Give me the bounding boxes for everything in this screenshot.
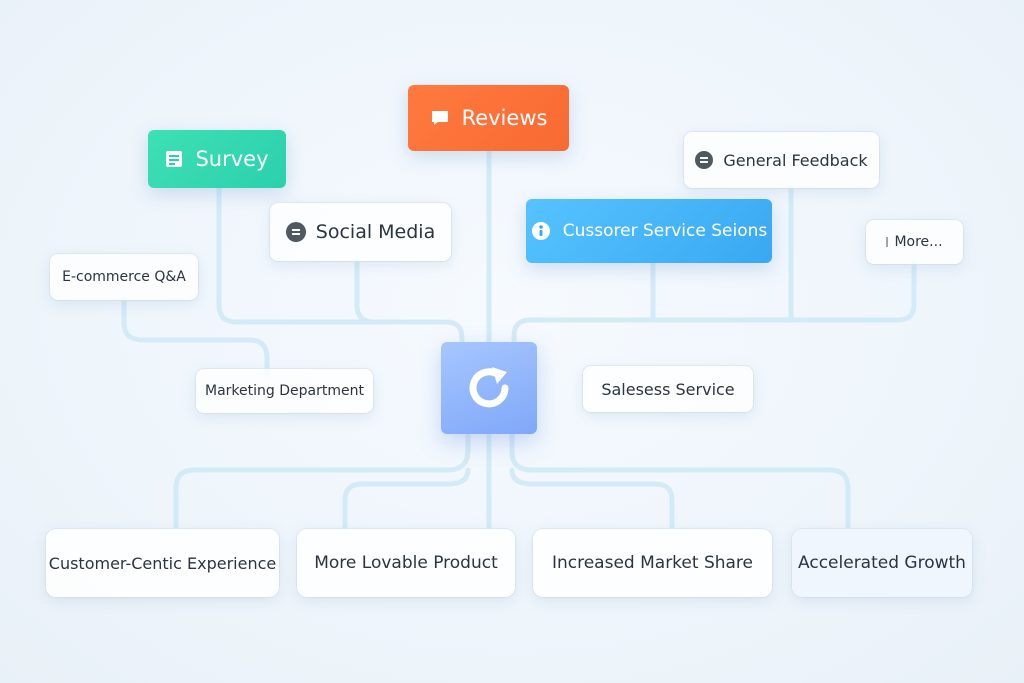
survey-node[interactable]: Survey [148,130,286,188]
outcome-product[interactable]: More Lovable Product [297,529,515,597]
outcome-market-share-label: Increased Market Share [551,553,754,573]
survey-label: Survey [195,147,269,171]
connector-market [509,467,675,531]
ecommerce-qa-label: E-commerce Q&A [62,269,186,285]
outcome-product-label: More Lovable Product [314,553,498,573]
general-feedback-label: General Feedback [723,150,868,170]
connector-bottom-left [173,431,471,531]
more-label: More... [894,234,943,250]
outcome-market-share[interactable]: Increased Market Share [533,529,772,597]
outcome-growth[interactable]: Accelerated Growth [792,529,972,597]
connector-social [354,259,377,325]
customer-service-node[interactable]: Cussorer Service Seions [526,199,772,263]
customer-service-label: Cussorer Service Seions [562,221,768,241]
connector-ecommerce [121,297,270,378]
social-media-label: Social Media [315,221,436,243]
sales-service-label: Salesess Service [601,379,735,399]
document-icon [166,151,183,167]
outcome-experience-label: Customer-Centic Experience [48,553,277,573]
connector-right-top [511,262,917,348]
social-media-node[interactable]: Social Media [270,203,451,261]
more-marker-icon [886,237,889,247]
more-node[interactable]: More... [866,220,963,264]
general-feedback-node[interactable]: General Feedback [684,132,879,188]
sales-service-node[interactable]: Salesess Service [583,366,753,412]
outcome-experience[interactable]: Customer-Centic Experience [46,529,279,597]
connector-bottom-right [509,431,851,531]
connector-survey [216,185,465,348]
ecommerce-qa-node[interactable]: E-commerce Q&A [50,254,198,300]
marketing-node[interactable]: Marketing Department [196,369,373,413]
reviews-node[interactable]: Reviews [408,85,569,151]
menu-circle-icon [285,222,306,242]
outcome-growth-label: Accelerated Growth [798,553,966,573]
refresh-cycle-icon [469,367,509,408]
menu-circle-icon [695,151,714,169]
central-hub[interactable] [441,342,537,434]
chat-bubble-icon [431,111,448,125]
marketing-label: Marketing Department [205,383,364,399]
connector-product [342,467,471,531]
info-circle-icon [531,222,550,240]
reviews-label: Reviews [461,106,548,130]
